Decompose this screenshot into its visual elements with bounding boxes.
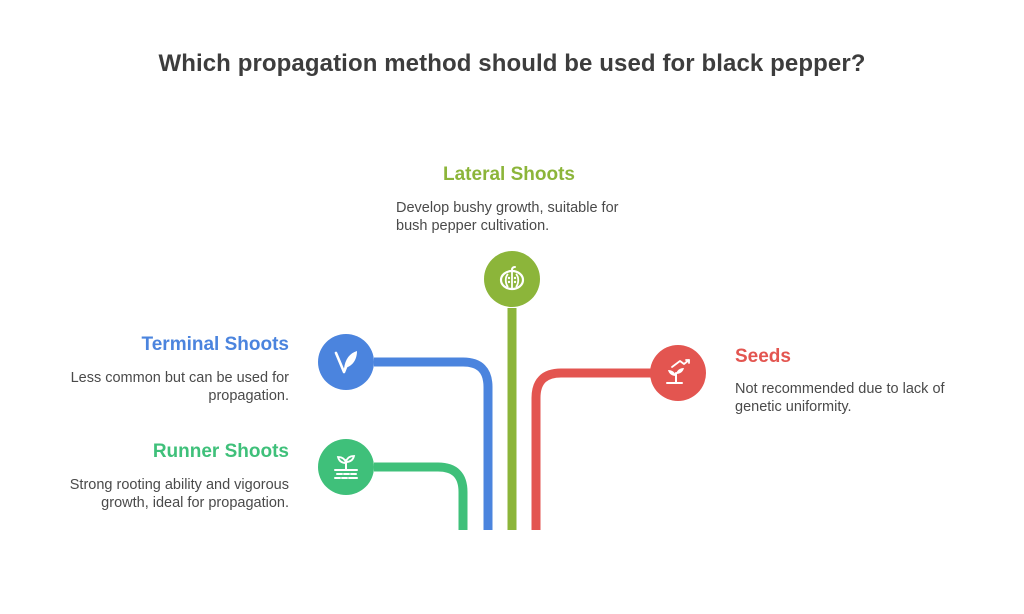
pumpkin-icon bbox=[499, 266, 525, 291]
runner-desc-line-1: Strong rooting ability and vigorous bbox=[69, 477, 289, 493]
lateral-desc-line-1: Develop bushy growth, suitable for bbox=[396, 200, 619, 216]
seeds-node bbox=[650, 345, 706, 401]
lateral-desc-line-2: bush pepper cultivation. bbox=[396, 218, 550, 234]
page-title: Which propagation method should be used … bbox=[158, 50, 866, 77]
lateral-shoots-node bbox=[484, 251, 540, 307]
lateral-shoots-description: Develop bushy growth, suitable for bush … bbox=[396, 199, 656, 235]
seeds-desc-line-2: genetic uniformity. bbox=[735, 399, 852, 415]
terminal-shoots-node bbox=[318, 334, 374, 390]
terminal-desc-line-1: Less common but can be used for bbox=[70, 370, 289, 386]
seeds-label: Seeds bbox=[735, 346, 791, 367]
runner-shoots-label: Runner Shoots bbox=[152, 441, 289, 462]
terminal-shoots-description: Less common but can be used for propagat… bbox=[29, 369, 289, 405]
sprout-soil-icon bbox=[334, 455, 358, 479]
runner-shoots-node bbox=[318, 439, 374, 495]
runner-shoots-description: Strong rooting ability and vigorous grow… bbox=[29, 476, 289, 512]
vegan-leaf-icon bbox=[334, 351, 357, 374]
lateral-shoots-label: Lateral Shoots bbox=[443, 164, 575, 185]
seeds-connector bbox=[531, 368, 652, 530]
runner-connector bbox=[374, 462, 468, 530]
seeds-description: Not recommended due to lack of genetic u… bbox=[735, 380, 995, 416]
growth-sprout-icon bbox=[666, 359, 690, 384]
terminal-shoots-label: Terminal Shoots bbox=[141, 334, 289, 355]
runner-desc-line-2: growth, ideal for propagation. bbox=[101, 495, 289, 511]
seeds-desc-line-1: Not recommended due to lack of bbox=[735, 381, 945, 397]
terminal-connector bbox=[374, 357, 493, 530]
terminal-desc-line-2: propagation. bbox=[208, 388, 289, 404]
